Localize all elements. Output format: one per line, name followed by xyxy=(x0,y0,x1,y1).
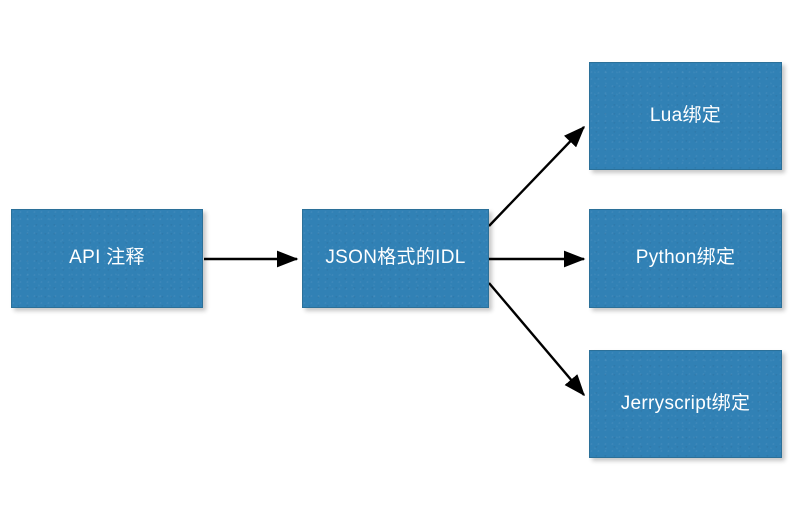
node-python-binding[interactable]: Python绑定 xyxy=(589,209,782,308)
edge-idl-to-lua xyxy=(488,125,585,227)
node-json-idl-label: JSON格式的IDL xyxy=(325,247,466,269)
node-jerryscript-binding[interactable]: Jerryscript绑定 xyxy=(589,350,782,458)
node-api-annotation[interactable]: API 注释 xyxy=(11,209,203,308)
node-lua-binding[interactable]: Lua绑定 xyxy=(589,62,782,170)
node-jerryscript-binding-label: Jerryscript绑定 xyxy=(620,392,751,414)
node-lua-binding-label: Lua绑定 xyxy=(649,104,722,126)
node-api-annotation-label: API 注释 xyxy=(69,247,145,269)
edge-idl-to-jerry xyxy=(488,282,585,397)
node-python-binding-label: Python绑定 xyxy=(635,247,736,269)
node-json-idl[interactable]: JSON格式的IDL xyxy=(302,209,489,308)
